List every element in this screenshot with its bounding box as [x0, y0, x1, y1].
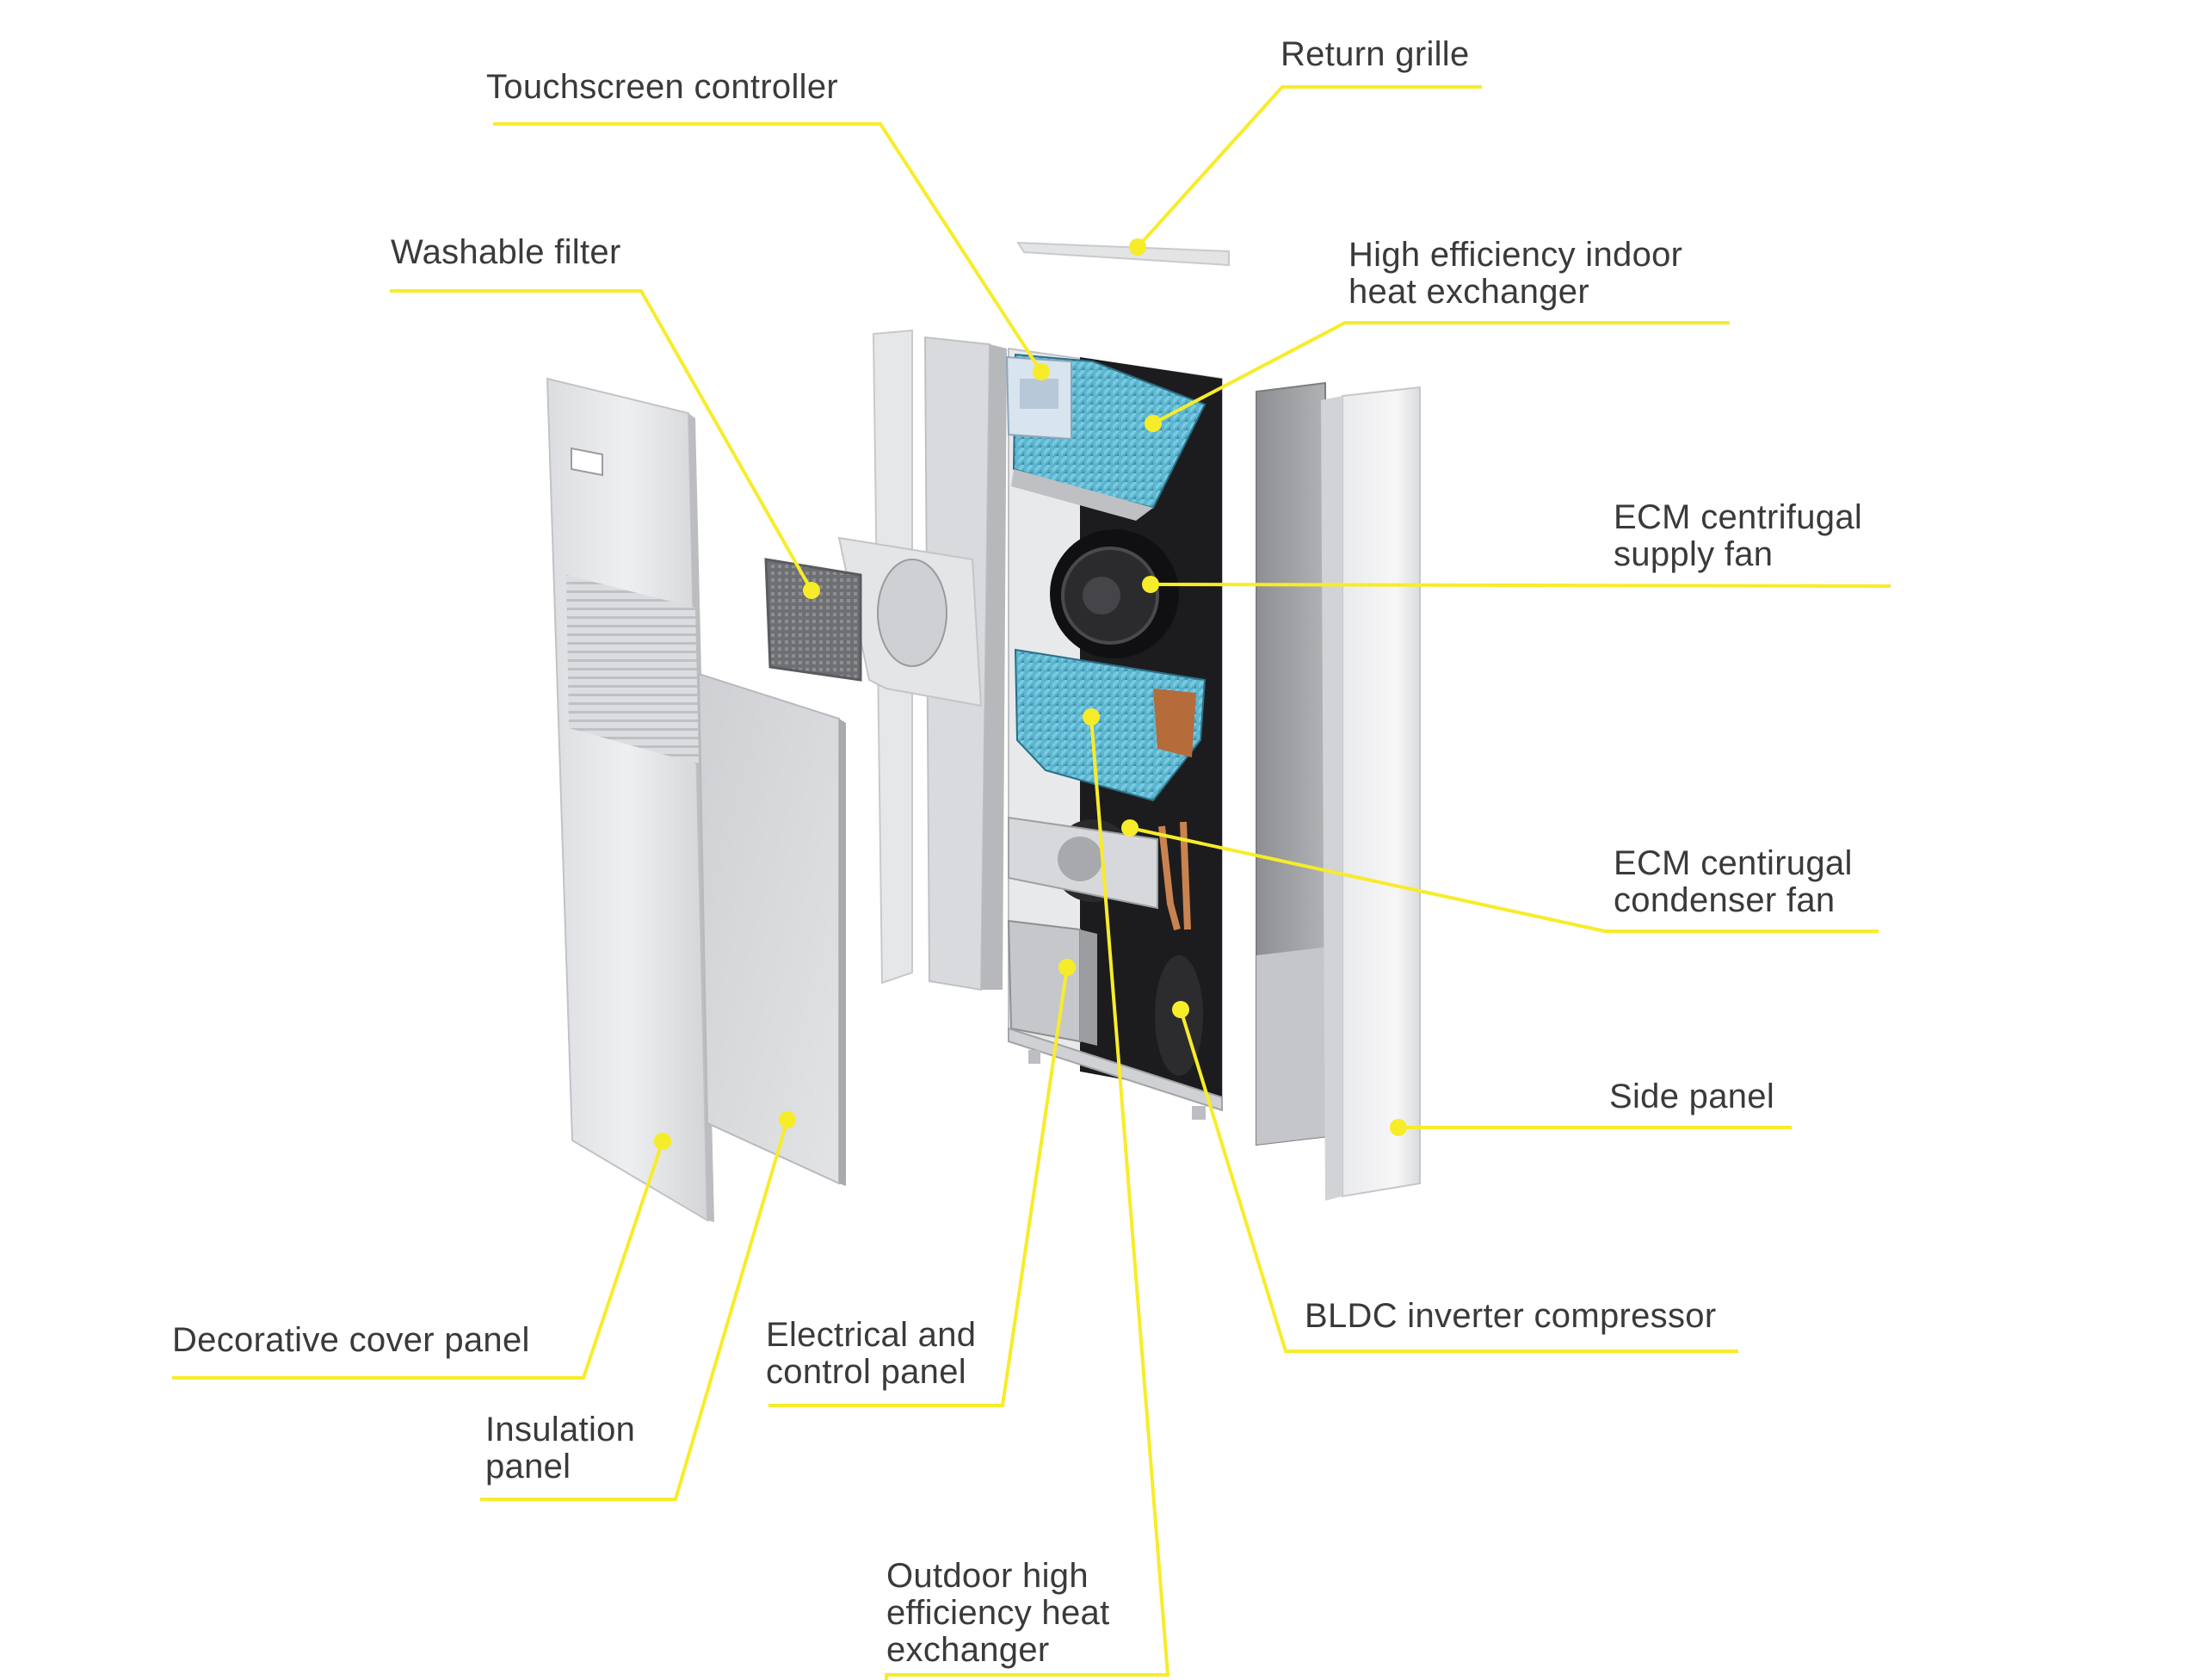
label-compressor: BLDC inverter compressor: [1305, 1297, 1717, 1335]
leader-compressor: [1179, 1009, 1738, 1353]
label-condenser-fan: ECM centirugal condenser fan: [1614, 844, 1853, 919]
label-insulation-panel: Insulation panel: [485, 1411, 636, 1485]
insulation-panel-part: [697, 672, 846, 1186]
dot-electrical-panel: [1058, 959, 1076, 976]
dot-touchscreen: [1033, 363, 1050, 380]
return-grille-part: [1016, 241, 1230, 267]
label-touchscreen-controller: Touchscreen controller: [486, 68, 839, 106]
label-supply-fan: ECM centrifugal supply fan: [1614, 498, 1863, 573]
dot-washable-filter: [803, 582, 820, 599]
inner-side-panel-part: [1256, 381, 1331, 1146]
leader-supply-fan: [1150, 583, 1891, 588]
main-chassis-part: [1005, 347, 1223, 1120]
leader-condenser-fan: [1129, 826, 1879, 933]
label-electrical-control-panel: Electrical and control panel: [766, 1316, 977, 1391]
label-decorative-cover-panel: Decorative cover panel: [172, 1321, 530, 1359]
dot-return-grille: [1129, 238, 1146, 256]
decorative-cover-part: [546, 377, 714, 1222]
leader-return-grille: [1136, 85, 1482, 249]
label-outdoor-heat-exchanger: Outdoor high efficiency heat exchanger: [886, 1557, 1110, 1669]
dot-outdoor-hx: [1083, 708, 1100, 726]
dot-indoor-hx: [1145, 415, 1162, 432]
label-return-grille: Return grille: [1280, 35, 1470, 73]
callout-dots: [654, 238, 1407, 1150]
side-panel-part: [1321, 386, 1421, 1201]
leader-indoor-hx: [1152, 321, 1730, 425]
leader-insulation-panel: [480, 1119, 789, 1501]
callout-lines: [172, 85, 1891, 1680]
dot-condenser-fan: [1121, 819, 1139, 837]
leader-outdoor-hx: [885, 716, 1170, 1680]
label-indoor-heat-exchanger: High efficiency indoor heat exchanger: [1348, 236, 1683, 311]
dot-insulation-panel: [779, 1111, 796, 1128]
dot-decorative-cover: [654, 1133, 671, 1150]
washable-filter-part: [764, 536, 983, 707]
label-side-panel: Side panel: [1609, 1078, 1775, 1115]
leader-decorative-cover: [172, 1140, 664, 1380]
label-washable-filter: Washable filter: [391, 233, 621, 271]
dot-side-panel: [1390, 1119, 1407, 1136]
dot-compressor: [1172, 1001, 1189, 1018]
dot-supply-fan: [1142, 576, 1159, 593]
leader-washable-filter: [390, 289, 813, 591]
leader-electrical-panel: [768, 967, 1069, 1407]
leader-touchscreen: [493, 122, 1043, 374]
